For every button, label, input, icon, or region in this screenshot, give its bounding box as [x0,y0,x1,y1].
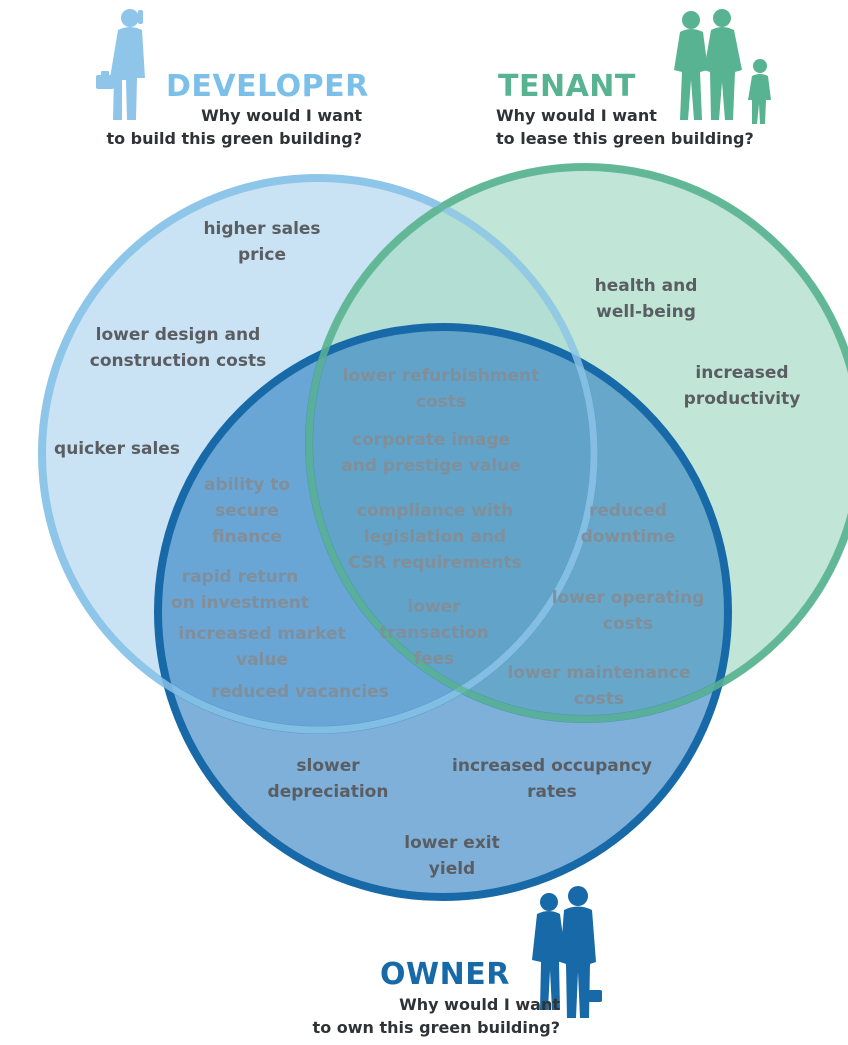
benefit-line: costs [602,614,654,634]
benefit-label: reduced vacancies [211,679,389,705]
benefit-line: corporate image [351,430,511,450]
benefit-line: secure [215,501,279,521]
benefit-label: increased market value [178,621,345,673]
benefit-line: lower refurbishment [342,366,540,386]
benefit-line: slower [296,756,360,776]
benefit-label: compliance with legislation and CSR requ… [348,498,522,576]
benefit-line: rapid return [181,567,299,587]
owner-question-line: Why would I want [399,995,560,1014]
business-couple-icon [532,886,602,1018]
owner-question: Why would I want to own this green build… [300,993,560,1039]
benefit-line: transaction [379,623,489,643]
benefit-line: lower operating [551,588,705,608]
benefit-label: lower refurbishment costs [343,363,540,415]
developer-question-line: Why would I want [201,106,362,125]
benefit-label: higher sales price [203,216,320,268]
owner-title: OWNER [380,957,510,992]
benefit-label: lower maintenance costs [507,660,690,712]
benefit-label: lower design and construction costs [90,322,266,374]
owner-question-line: to own this green building? [312,1018,560,1037]
benefit-line: lower [407,597,461,617]
benefit-line: productivity [683,389,801,409]
benefit-label: lower exit yield [404,830,500,882]
benefit-line: finance [212,527,282,547]
benefit-line: downtime [580,527,676,547]
benefit-label: increased productivity [684,360,801,412]
benefit-line: compliance with [356,501,514,521]
developer-title: DEVELOPER [166,69,369,104]
benefit-line: health and [594,276,698,296]
benefit-line: lower design and [95,325,261,345]
tenant-question-line: to lease this green building? [496,129,754,148]
tenant-circle-outline [305,163,848,723]
tenant-question-line: Why would I want [496,106,657,125]
benefit-line: higher sales [203,219,321,239]
benefit-label: lower transaction fees [379,594,489,672]
benefit-line: price [237,245,286,265]
benefit-line: lower exit [404,833,500,853]
benefit-line: yield [428,859,476,879]
benefit-label: health and well-being [595,273,698,325]
benefit-label: reduced downtime [581,498,676,550]
benefit-line: quicker sales [54,439,180,459]
benefit-line: increased occupancy [452,756,652,776]
benefit-line: ability to [203,475,291,495]
tenant-question: Why would I want to lease this green bui… [496,104,816,150]
benefit-label: lower operating costs [552,585,705,637]
benefit-line: rates [527,782,577,802]
benefit-line: value [235,650,289,670]
benefit-line: fees [413,649,455,669]
businessman-phone-icon [96,9,145,120]
developer-question: Why would I want to build this green bui… [62,104,362,150]
benefit-label: increased occupancy rates [452,753,652,805]
benefit-label: corporate image and prestige value [341,427,520,479]
benefit-line: CSR requirements [348,553,522,573]
benefit-line: well-being [596,302,696,322]
benefit-line: on investment [171,593,309,613]
benefit-line: increased market [178,624,346,644]
benefit-line: costs [573,689,625,709]
benefit-line: depreciation [267,782,389,802]
benefit-label: rapid return on investment [171,564,309,616]
owner-circle [154,323,732,901]
tenant-title: TENANT [498,69,636,104]
benefit-line: construction costs [89,351,267,371]
benefit-line: reduced [589,501,667,521]
benefit-line: legislation and [363,527,507,547]
developer-circle-outline [38,174,598,734]
benefit-line: and prestige value [341,456,521,476]
benefit-line: increased [695,363,789,383]
benefit-line: lower maintenance [507,663,691,683]
family-icon [674,9,771,124]
benefit-label: slower depreciation [268,753,389,805]
benefit-label: quicker sales [54,436,180,462]
developer-question-line: to build this green building? [106,129,362,148]
benefit-line: reduced vacancies [211,682,389,702]
benefit-label: ability to secure finance [204,472,290,550]
benefit-line: costs [415,392,467,412]
